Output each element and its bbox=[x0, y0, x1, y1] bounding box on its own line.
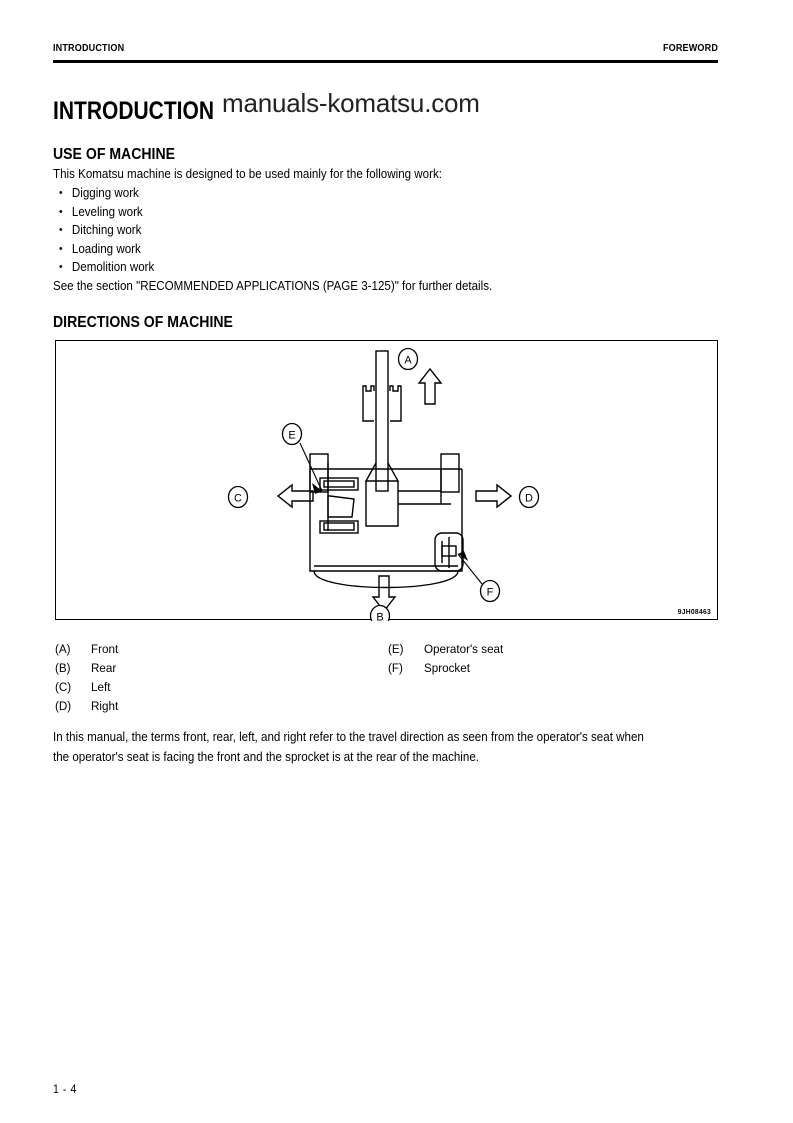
legend-value: Rear bbox=[91, 661, 117, 675]
legend-item-d: (D) Right bbox=[55, 697, 120, 716]
svg-text:D: D bbox=[525, 493, 533, 505]
use-of-machine-note: See the section "RECOMMENDED APPLICATION… bbox=[53, 279, 493, 293]
svg-text:A: A bbox=[404, 355, 412, 367]
directions-closing-paragraph: In this manual, the terms front, rear, l… bbox=[53, 727, 733, 767]
use-of-machine-bullet-list: Digging work Leveling work Ditching work… bbox=[59, 184, 163, 277]
legend-item-a: (A) Front bbox=[55, 640, 120, 659]
callout-d: D bbox=[518, 485, 540, 509]
section-heading-use-of-machine: USE OF MACHINE bbox=[53, 146, 176, 163]
list-item: Leveling work bbox=[59, 203, 154, 222]
legend-key: (A) bbox=[55, 642, 71, 656]
legend-value: Right bbox=[91, 699, 119, 713]
legend-key: (E) bbox=[388, 642, 404, 656]
legend-key: (C) bbox=[55, 680, 72, 694]
legend-item-e: (E) Operator's seat bbox=[388, 640, 508, 659]
list-item: Digging work bbox=[59, 184, 154, 203]
legend-value: Operator's seat bbox=[424, 642, 504, 656]
callout-c: C bbox=[227, 485, 249, 509]
legend-column-right: (E) Operator's seat (F) Sprocket bbox=[388, 640, 508, 678]
legend-item-c: (C) Left bbox=[55, 678, 120, 697]
callout-b: B bbox=[369, 604, 391, 622]
machine-directions-figure: A B C D E F 9JH08463 bbox=[55, 340, 718, 622]
legend-key: (F) bbox=[388, 661, 403, 675]
page-number: 1 - 4 bbox=[53, 1084, 77, 1096]
leader-arrowhead-f bbox=[458, 551, 468, 561]
page-header: INTRODUCTION FOREWORD bbox=[53, 42, 718, 64]
legend-column-left: (A) Front (B) Rear (C) Left (D) Right bbox=[55, 640, 120, 716]
legend-value: Left bbox=[91, 680, 111, 694]
page-title: INTRODUCTION bbox=[53, 97, 214, 125]
callout-e: E bbox=[281, 422, 303, 446]
use-of-machine-intro: This Komatsu machine is designed to be u… bbox=[53, 167, 442, 181]
leader-arrowhead-e bbox=[312, 483, 322, 494]
list-item: Demolition work bbox=[59, 258, 154, 277]
legend-item-f: (F) Sprocket bbox=[388, 659, 508, 678]
watermark-text: manuals-komatsu.com bbox=[222, 88, 480, 118]
legend-item-b: (B) Rear bbox=[55, 659, 120, 678]
legend-value: Sprocket bbox=[424, 661, 470, 675]
callout-a: A bbox=[397, 347, 419, 371]
svg-text:B: B bbox=[376, 612, 383, 622]
figure-drawing-number: 9JH08463 bbox=[677, 607, 711, 616]
svg-text:E: E bbox=[288, 430, 295, 442]
legend-key: (D) bbox=[55, 699, 72, 713]
legend-key: (B) bbox=[55, 661, 71, 675]
paragraph-line: the operator's seat is facing the front … bbox=[53, 750, 480, 764]
svg-text:C: C bbox=[234, 493, 242, 505]
header-rule bbox=[53, 60, 718, 63]
legend-value: Front bbox=[91, 642, 119, 656]
excavator-top-view-diagram: A B C D E F bbox=[227, 347, 540, 622]
figure-legend: (A) Front (B) Rear (C) Left (D) Right (E) Ope… bbox=[0, 640, 793, 720]
section-heading-directions-of-machine: DIRECTIONS OF MACHINE bbox=[53, 314, 233, 331]
callout-f: F bbox=[479, 579, 501, 603]
paragraph-line: In this manual, the terms front, rear, l… bbox=[53, 730, 644, 744]
header-chapter-label: FOREWORD bbox=[662, 42, 718, 54]
list-item: Loading work bbox=[59, 240, 154, 259]
svg-text:F: F bbox=[487, 587, 494, 599]
list-item: Ditching work bbox=[59, 221, 154, 240]
header-section-label: INTRODUCTION bbox=[53, 42, 125, 54]
